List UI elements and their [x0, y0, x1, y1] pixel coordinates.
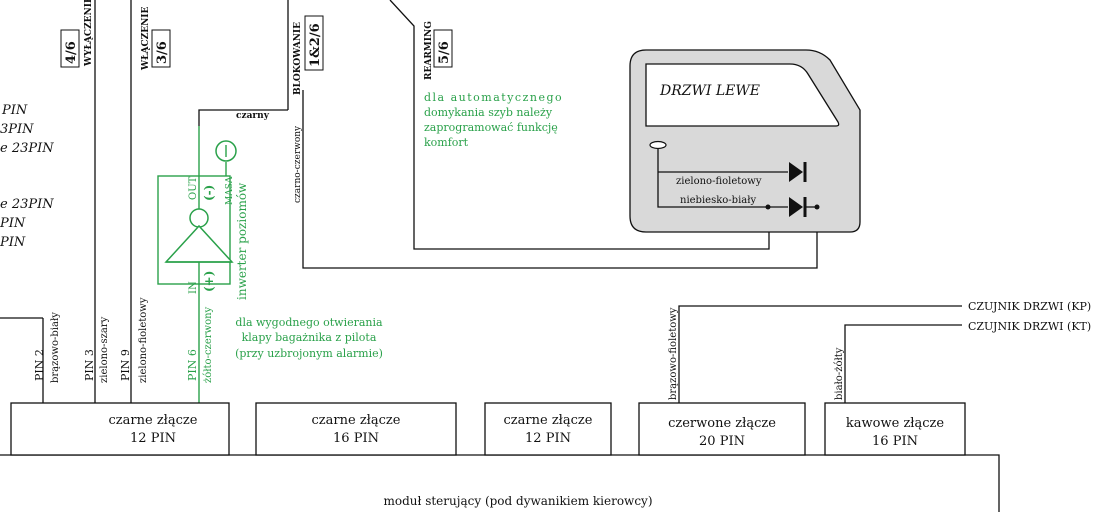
sensor-kt: CZUJNIK DRZWI (KT) [968, 320, 1091, 333]
left-note: e 23PIN [0, 141, 54, 156]
pin-label: PIN 3 [83, 349, 96, 381]
door-wire-label-1: zielono-fioletowy [676, 176, 762, 187]
inverter-in: IN [188, 281, 199, 294]
connector: czarne złącze 12 PIN [10, 402, 230, 456]
connector-pins: 20 PIN [699, 434, 745, 449]
wire-label-brazowo-bialy: brązowo-biały [50, 312, 61, 383]
diode-icon [789, 162, 803, 182]
wire-label-czarny: czarny [236, 111, 270, 121]
code-rearming: 5/6 [437, 41, 452, 64]
door-wire-label-2: niebiesko-biały [680, 195, 756, 206]
code-box-rearming [433, 29, 453, 68]
label-wlaczenie: WŁĄCZENIE [141, 6, 151, 71]
pin-label: PIN 2 [33, 349, 46, 381]
note-auto-line: domykania szyb należy [424, 106, 553, 119]
sensor-kp: CZUJNIK DRZWI (KP) [968, 300, 1091, 313]
inverter-minus: (-) [202, 185, 216, 201]
wire-label-brazowo-fioletowy: brązowo-fioletowy [668, 307, 679, 400]
note-klapa-line: klapy bagażnika z pilota [242, 331, 377, 344]
left-note: PIN [0, 235, 26, 250]
connector-name: czarne złącze [312, 413, 401, 428]
code-wlaczenie: 3/6 [155, 41, 170, 64]
connector-name: czarne złącze [109, 413, 198, 428]
wire-label-zielono-szary: zielono-szary [99, 316, 110, 383]
inverter-output-circle [189, 208, 209, 228]
code-box-wylaczenie [60, 29, 80, 68]
label-blokowanie: BLOKOWANIE [293, 22, 303, 95]
code-blokowanie: 1&2/6 [308, 23, 323, 67]
door-lock-icon [649, 140, 667, 150]
inverter-masa: MASA [225, 176, 235, 205]
note-auto-line: komfort [424, 136, 469, 149]
connector-name: kawowe złącze [846, 416, 944, 431]
connector-pins: 16 PIN [872, 434, 918, 449]
connector: czarne złącze 12 PIN [484, 402, 612, 456]
connector-pins: 12 PIN [525, 431, 571, 446]
inverter-box [157, 175, 231, 285]
code-box-wlaczenie [151, 29, 171, 68]
inverter-plus: (+) [202, 271, 216, 292]
note-klapa-line: dla wygodnego otwierania [235, 316, 383, 329]
door-wire-left [657, 149, 768, 208]
label-wylaczenie: WYŁĄCZENIE [84, 0, 94, 67]
pin-label: PIN 6 [186, 349, 199, 381]
pin-label: PIN 9 [119, 349, 132, 381]
connector: czerwone złącze 20 PIN [638, 402, 806, 456]
left-note: 3PIN [0, 122, 34, 137]
junction-dot [765, 204, 771, 210]
wire-label-zielono-fioletowy: zielono-fioletowy [138, 297, 149, 383]
wire-label-bialo-zolty: biało-żółty [834, 347, 845, 400]
wire-label-czarno-czerwony: czarno-czerwony [293, 125, 303, 203]
connector: czarne złącze 16 PIN [255, 402, 457, 456]
code-box-blokowanie [304, 15, 324, 71]
connector-name: czarne złącze [504, 413, 593, 428]
connector: kawowe złącze 16 PIN [824, 402, 966, 456]
module-label: moduł sterujący (pod dywanikiem kierowcy… [383, 494, 652, 508]
inverter-label: inwerter poziomów [235, 182, 249, 300]
connector-pins: 16 PIN [333, 431, 379, 446]
connector-name: czerwone złącze [668, 416, 776, 431]
left-note: e 23PIN [0, 197, 54, 212]
door-title: DRZWI LEWE [659, 83, 760, 99]
junction-dot [814, 204, 820, 210]
note-auto-line: zaprogramować funkcję [424, 121, 558, 134]
wire-rearming [389, 0, 770, 250]
wire-brazowo-fioletowy [678, 305, 962, 403]
inverter-triangle [164, 224, 234, 263]
diode-icon [789, 197, 803, 217]
note-auto-line: dla automatycznego [424, 91, 563, 104]
inverter-out: OUT [188, 176, 199, 200]
left-note: PIN [1, 103, 28, 118]
door-window [645, 63, 840, 127]
wire-label-zolto-czerwony: żółto-czerwony [203, 306, 214, 383]
wire-bialo-zolty [844, 324, 962, 403]
code-wylaczenie: 4/6 [64, 41, 79, 64]
connector-pins: 12 PIN [130, 431, 176, 446]
wire-czarny [198, 109, 288, 126]
label-rearming: REARMING [424, 21, 434, 80]
note-klapa-line: (przy uzbrojonym alarmie) [235, 347, 383, 360]
left-note: PIN [0, 216, 26, 231]
